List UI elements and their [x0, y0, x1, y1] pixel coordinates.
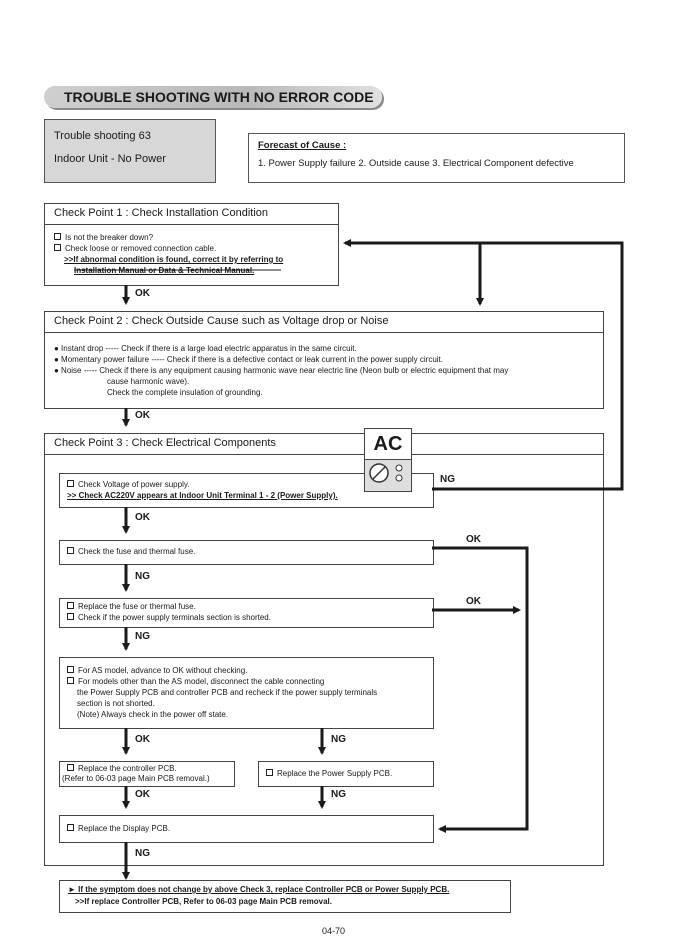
step-replace-fuse: Replace the fuse or thermal fuse. Check … [59, 598, 434, 628]
label-ok-1: OK [135, 288, 150, 299]
label-ng-short: NG [331, 734, 346, 745]
final-note-line-2: >>If replace Controller PCB, Refer to 06… [75, 897, 332, 906]
meter-dial-icon [369, 463, 403, 483]
label-ng-display: NG [135, 848, 150, 859]
step-check-short: For AS model, advance to OK without chec… [59, 657, 434, 729]
label-ng-power: NG [331, 789, 346, 800]
cp1-header: Check Point 1 : Check Installation Condi… [45, 204, 338, 225]
arrow-ok-bus-to-display [432, 546, 529, 833]
cp1-item-2: Check loose or removed connection cable. [54, 244, 216, 254]
checkbox-icon [67, 480, 74, 487]
step-check-fuse: Check the fuse and thermal fuse. [59, 540, 434, 565]
step-replace-controller-pcb: Replace the controller PCB. (Refer to 06… [59, 761, 235, 787]
label-ok-replace: OK [466, 596, 481, 607]
ts-number: Trouble shooting 63 [54, 130, 151, 142]
checkbox-icon [67, 613, 74, 620]
section-banner: TROUBLE SHOOTING WITH NO ERROR CODE [44, 86, 382, 108]
checkbox-icon [266, 769, 273, 776]
checkbox-icon [67, 824, 74, 831]
checkbox-icon [67, 602, 74, 609]
cp1-title: Check Point 1 : Check Installation Condi… [54, 207, 269, 219]
label-ok-3: OK [135, 512, 150, 523]
label-ng-fuse: NG [135, 571, 150, 582]
label-ok-fuse: OK [466, 534, 481, 545]
page-number: 04-70 [322, 926, 346, 936]
step-controller-pcb-ref: (Refer to 06-03 page Main PCB removal.) [62, 774, 210, 783]
step-check-short-line3: the Power Supply PCB and controller PCB … [77, 688, 378, 697]
checkbox-icon [67, 666, 74, 673]
ts-title: Indoor Unit - No Power [54, 153, 166, 165]
checkbox-icon [67, 764, 74, 771]
label-ng-voltage: NG [440, 474, 455, 485]
cp2-title: Check Point 2 : Check Outside Cause such… [54, 315, 389, 327]
label-ok-controller: OK [135, 789, 150, 800]
step-check-short-line4: section is not shorted. [77, 699, 155, 708]
trouble-shooting-header: Trouble shooting 63 Indoor Unit - No Pow… [44, 119, 216, 183]
final-note-line-1: ► If the symptom does not change by abov… [68, 885, 450, 894]
forecast-title: Forecast of Cause : [258, 140, 347, 151]
step-replace-power-supply-pcb: Replace the Power Supply PCB. [258, 761, 434, 787]
cp2-item-1: ● Instant drop ----- Check if there is a… [54, 344, 357, 353]
cp2-item-2: ● Momentary power failure ----- Check if… [54, 355, 443, 364]
final-note: ► If the symptom does not change by abov… [59, 880, 511, 913]
label-ok-short: OK [135, 734, 150, 745]
label-ok-2: OK [135, 410, 150, 421]
meter-label: AC [365, 429, 411, 460]
step-check-voltage-note: >> Check AC220V appears at Indoor Unit T… [67, 491, 338, 500]
arrow-ng-loop-to-cp1 [343, 239, 624, 491]
step-replace-display-pcb: Replace the Display PCB. [59, 815, 434, 843]
multimeter-icon: AC [364, 428, 412, 492]
cp3-title: Check Point 3 : Check Electrical Compone… [54, 437, 276, 449]
cp2-header: Check Point 2 : Check Outside Cause such… [45, 312, 603, 333]
cp2-item-3: ● Noise ----- Check if there is any equi… [54, 366, 509, 375]
checkbox-icon [67, 547, 74, 554]
step-check-short-note: (Note) Always check in the power off sta… [77, 710, 229, 719]
checkbox-icon [54, 244, 61, 251]
cp1-note-1: >>If abnormal condition is found, correc… [64, 255, 284, 264]
check-point-2: Check Point 2 : Check Outside Cause such… [44, 311, 604, 409]
banner-title: TROUBLE SHOOTING WITH NO ERROR CODE [64, 89, 374, 105]
cp1-item-1: Is not the breaker down? [54, 233, 153, 243]
checkbox-icon [67, 677, 74, 684]
cp3-header: Check Point 3 : Check Electrical Compone… [45, 434, 603, 455]
cp2-item-3b: cause harmonic wave). [107, 377, 190, 386]
checkbox-icon [54, 233, 61, 240]
forecast-body: 1. Power Supply failure 2. Outside cause… [258, 158, 574, 169]
label-ng-replace: NG [135, 631, 150, 642]
cp2-item-4: Check the complete insulation of groundi… [107, 388, 263, 397]
forecast-box: Forecast of Cause : 1. Power Supply fail… [248, 133, 625, 183]
